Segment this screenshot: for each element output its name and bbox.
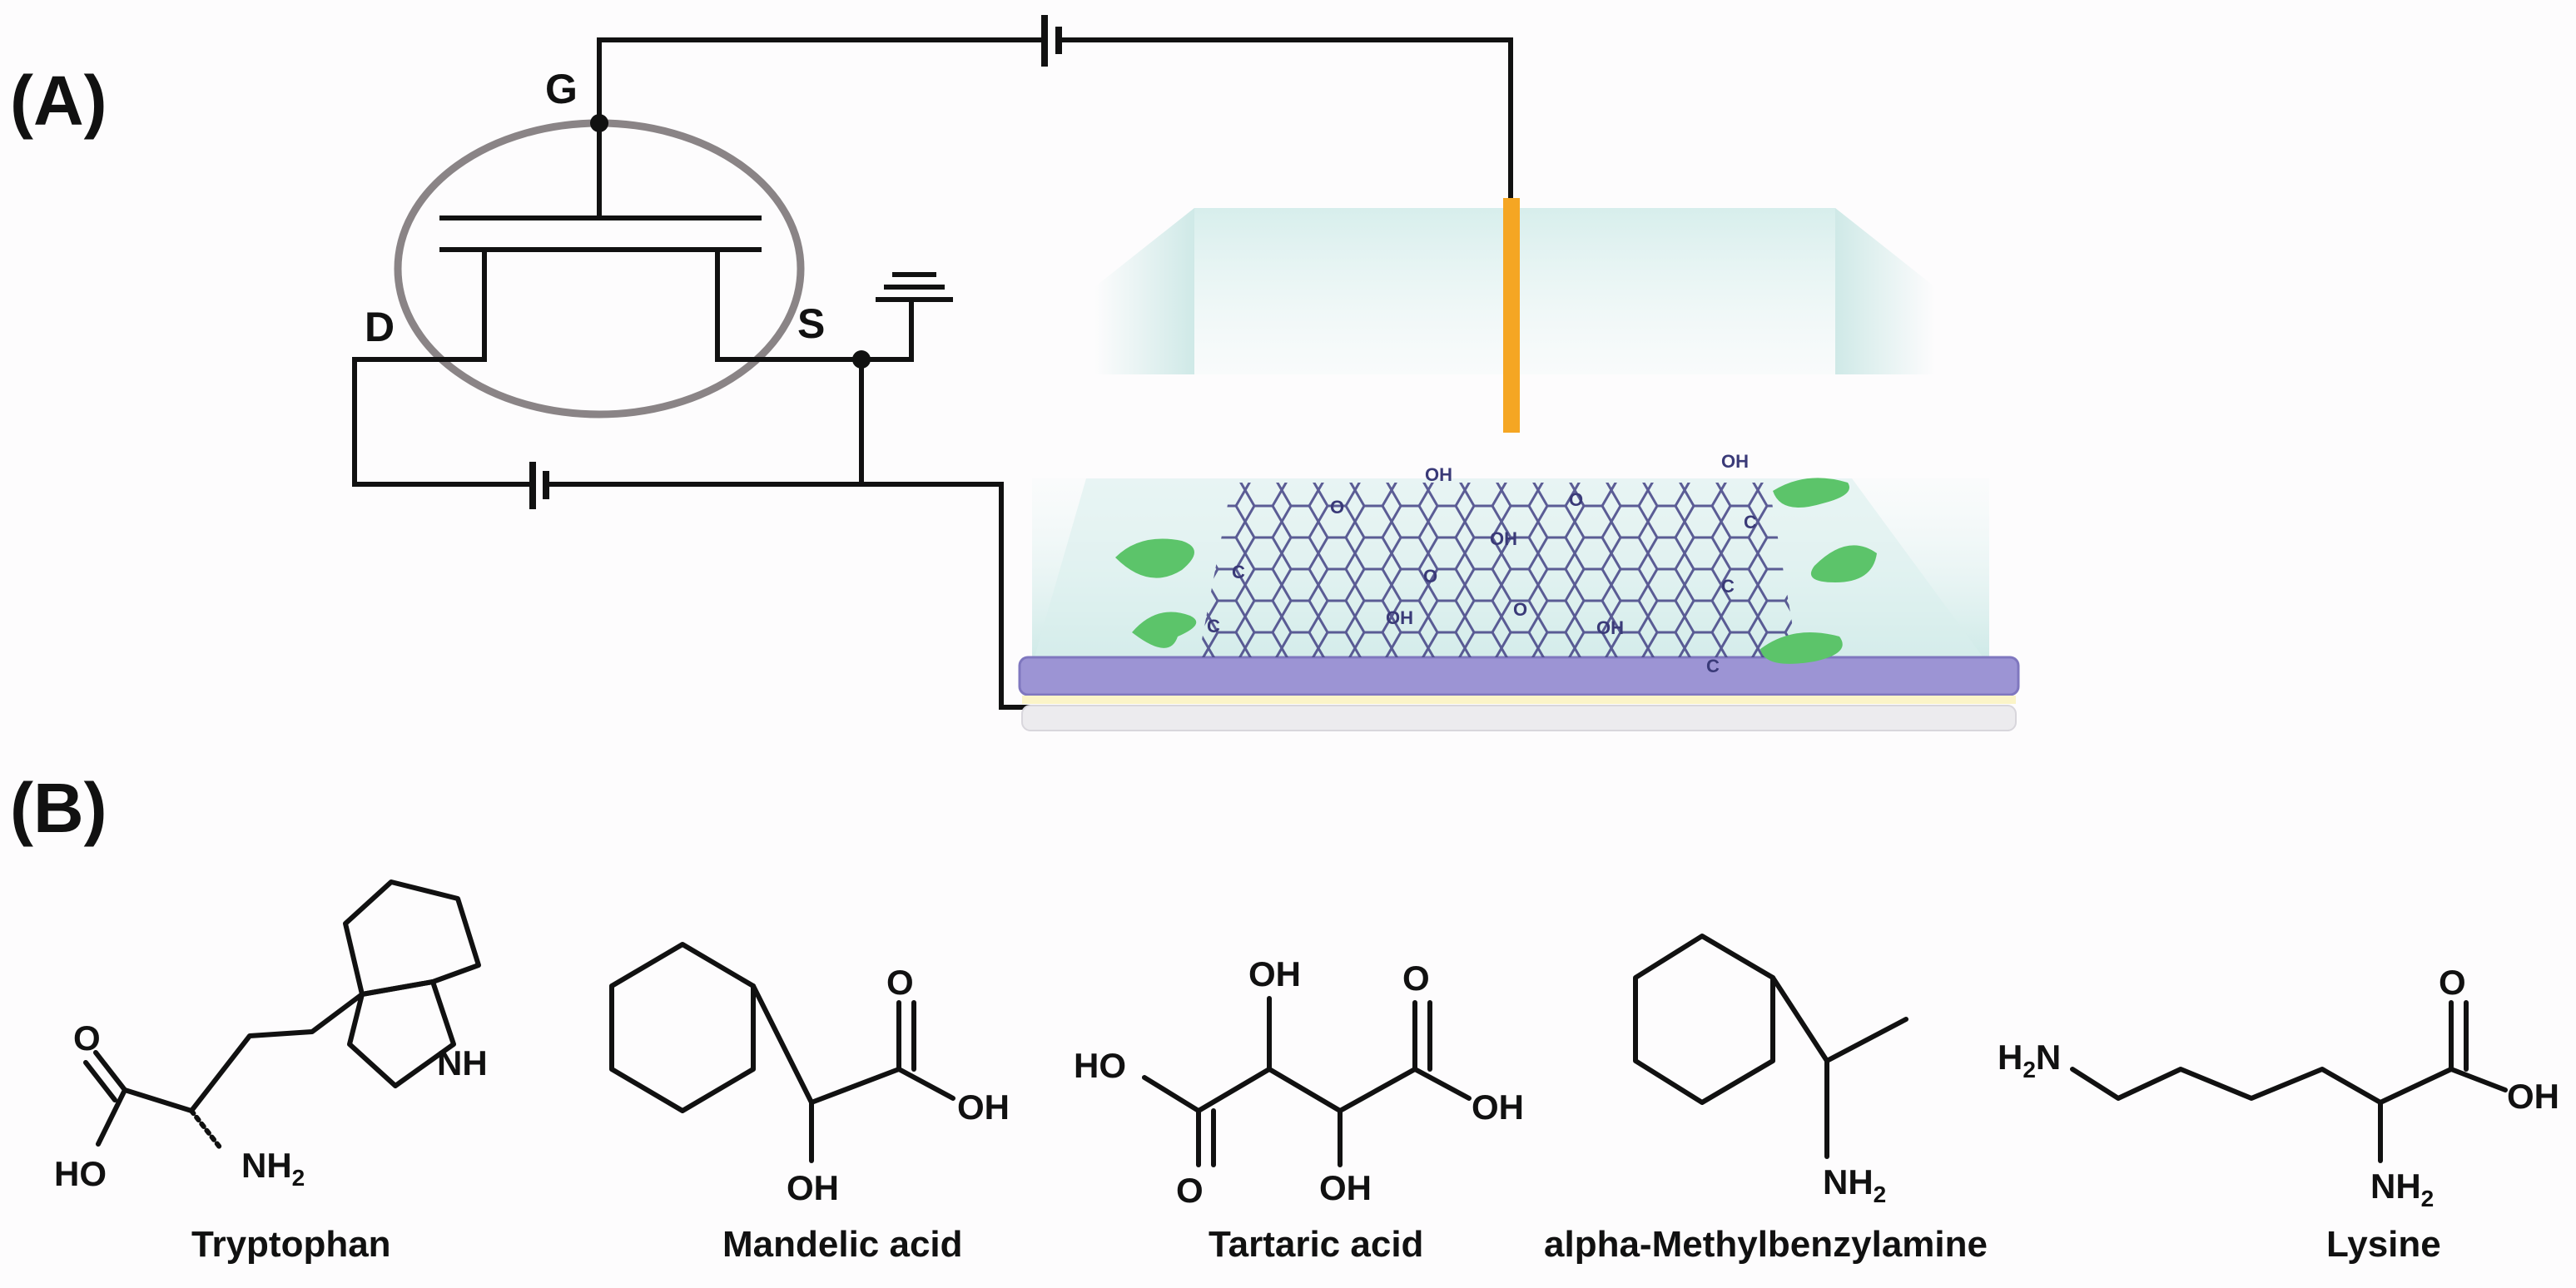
substrate-middle-layer	[1022, 696, 2016, 704]
go-oh-label: OH	[1596, 617, 1624, 638]
panel-label-a: (A)	[10, 62, 107, 140]
backbone-bond	[122, 992, 365, 1113]
go-carbonyl-label: C	[1232, 562, 1245, 582]
atom-label: HO	[54, 1154, 107, 1193]
molecule-name: alpha-Methylbenzylamine	[1544, 1224, 1988, 1265]
drain-label: D	[365, 304, 395, 350]
molecule-mandelic-acid: O OH OH Mandelic acid	[609, 942, 1010, 1265]
enzyme-blob	[1810, 545, 1877, 582]
atom-label: OH	[1472, 1087, 1524, 1127]
atom-label: O	[886, 963, 914, 1002]
atom-label: H2N	[1998, 1038, 2061, 1082]
substrate-wire	[861, 482, 1032, 710]
enzyme-blob	[1773, 478, 1849, 508]
chamber-wall-left	[1094, 208, 1194, 374]
enzyme-blob	[1760, 632, 1843, 664]
chamber-wall-right	[1835, 208, 1935, 374]
go-oh-label: OH	[1386, 607, 1413, 628]
backbone-bond	[2070, 1067, 2454, 1105]
go-carbonyl-label: C	[1207, 616, 1220, 637]
go-epoxy-label: O	[1330, 497, 1344, 518]
molecule-name: Mandelic acid	[722, 1224, 963, 1265]
atom-label: O	[1402, 959, 1430, 998]
backbone-bond	[751, 983, 901, 1105]
atom-label: O	[73, 1018, 101, 1058]
atom-label: NH	[437, 1043, 488, 1082]
source-wire	[715, 250, 861, 362]
atom-label: OH	[2507, 1077, 2559, 1116]
atom-label: HO	[1074, 1046, 1126, 1085]
hydroxyl-bond	[1412, 1067, 1472, 1101]
hydroxyl-bond	[2449, 1067, 2508, 1092]
electrolyte-chamber	[1094, 198, 1935, 433]
molecule-lysine: H2N O OH NH2 Lysine	[1998, 963, 2559, 1265]
source-label: S	[797, 300, 825, 347]
atom-label: OH	[1248, 954, 1301, 993]
backbone-bond	[1142, 1067, 1417, 1113]
molecule-tryptophan: O HO NH2 NH Tryptophan	[54, 879, 488, 1265]
panel-label-b: (B)	[10, 769, 107, 847]
benzene-ring	[609, 942, 756, 1113]
atom-label: OH	[787, 1168, 839, 1207]
gate-electrode	[1503, 198, 1520, 433]
go-epoxy-label: O	[1423, 566, 1437, 587]
molecule-alpha-methylbenzylamine: NH2 alpha-Methylbenzylamine	[1544, 934, 1988, 1265]
atom-label: OH	[1319, 1168, 1372, 1207]
ground-wire	[861, 300, 914, 362]
go-oh-label: OH	[1425, 464, 1452, 485]
drain-wire	[352, 250, 533, 487]
atom-label: NH2	[241, 1146, 305, 1191]
atom-label: O	[2439, 963, 2466, 1002]
gate-wire	[597, 37, 1045, 123]
go-carbonyl-label: C	[1721, 576, 1735, 597]
carbonyl-bond	[93, 1050, 127, 1092]
substrate-base-layer	[1021, 705, 2017, 731]
molecule-name: Tryptophan	[191, 1224, 391, 1265]
molecule-tartaric-acid: OH O HO OH O OH Tartaric acid	[1074, 954, 1524, 1265]
hydroxyl-bond	[96, 1087, 127, 1147]
atom-label: OH	[957, 1087, 1010, 1127]
backbone-bond	[1770, 975, 1908, 1063]
molecule-name: Lysine	[2326, 1224, 2441, 1265]
go-oh-label: OH	[1721, 451, 1749, 472]
carbonyl-bond	[83, 1060, 117, 1102]
go-oh-label: OH	[1490, 528, 1517, 549]
enzyme-blob	[1115, 538, 1194, 578]
go-carbonyl-label: C	[1744, 512, 1757, 533]
amine-hash-bond	[189, 1108, 223, 1151]
molecule-name: Tartaric acid	[1209, 1224, 1423, 1265]
atom-label: O	[1176, 1171, 1204, 1210]
atom-label: NH2	[1823, 1162, 1886, 1207]
graphene-oxide-lattice: OH OH OH OH OH O O O O C C C C C	[1199, 451, 1798, 676]
go-epoxy-label: O	[1569, 489, 1583, 510]
gate-label: G	[545, 66, 578, 112]
transistor-circuit: G D S	[352, 15, 1513, 710]
benzene-ring	[1633, 934, 1775, 1105]
go-carbonyl-label: C	[1706, 656, 1720, 676]
benzene-ring	[343, 879, 481, 997]
atom-label: NH2	[2370, 1167, 2434, 1211]
hydroxyl-bond	[896, 1067, 955, 1101]
enzymes	[1115, 478, 1877, 664]
go-epoxy-label: O	[1513, 599, 1527, 620]
enzyme-blob	[1132, 612, 1197, 648]
substrate-top-layer	[1018, 656, 2020, 696]
hexagonal-network	[1199, 483, 1798, 657]
